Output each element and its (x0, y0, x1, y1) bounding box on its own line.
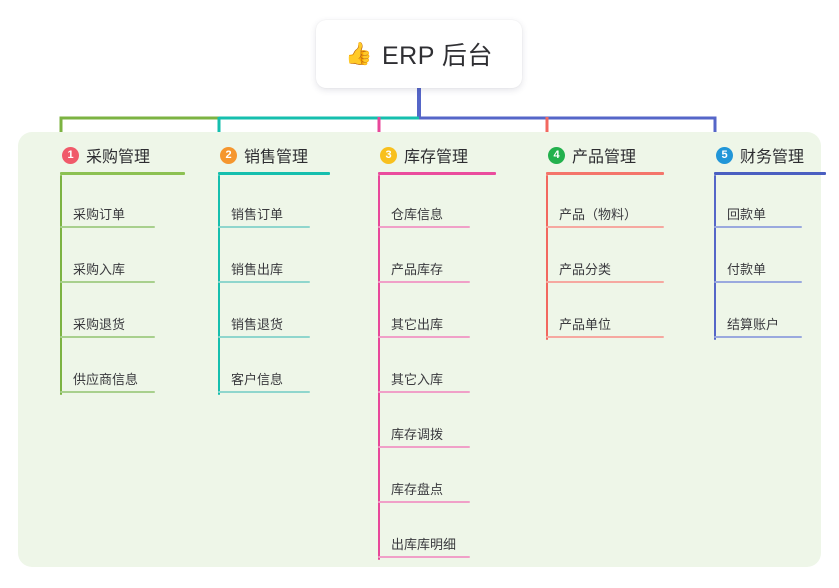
leaf-item-underline (218, 336, 310, 338)
leaf-item-underline (218, 226, 310, 228)
leaf-item-label: 产品单位 (559, 317, 612, 332)
branch-underline (714, 172, 826, 175)
thumbs-up-emoji: 👍 (345, 41, 373, 66)
branch-spine (60, 175, 62, 395)
branch-number-badge: 4 (548, 146, 565, 164)
root-node-title: ERP 后台 (382, 42, 493, 70)
branch-title: 财务管理 (740, 149, 805, 166)
leaf-item-label: 仓库信息 (391, 207, 444, 222)
leaf-item-underline (546, 226, 664, 228)
leaf-item-label: 采购入库 (73, 262, 126, 277)
branch-column-4: 4 产品管理产品（物料） 产品分类产品单位 (526, 132, 686, 340)
branch-header-3[interactable]: 3 库存管理 (358, 138, 518, 172)
root-node[interactable]: 👍 ERP 后台 (316, 20, 522, 88)
leaf-item-underline (378, 391, 470, 393)
leaf-item-underline (378, 226, 470, 228)
leaf-item-underline (218, 391, 310, 393)
branch-column-1: 1 采购管理采购订单采购入库采购退货供应商信息 (40, 132, 192, 395)
leaf-item-underline (546, 281, 664, 283)
leaf-item-label: 出库库明细 (391, 537, 457, 552)
leaf-item-label: 销售退货 (231, 317, 284, 332)
leaf-item-underline (378, 336, 470, 338)
branch-column-5: 5 财务管理回款单付款单结算账户 (694, 132, 839, 340)
leaf-item-label: 结算账户 (727, 317, 780, 332)
branch-header-2[interactable]: 2 销售管理 (198, 138, 348, 172)
leaf-item-label: 采购退货 (73, 317, 126, 332)
branch-number-badge: 1 (62, 146, 79, 164)
branch-number-badge: 5 (716, 146, 733, 164)
branch-title: 销售管理 (244, 149, 309, 166)
leaf-item-underline (378, 446, 470, 448)
leaf-item-underline (714, 281, 802, 283)
branches-panel: 1 采购管理采购订单采购入库采购退货供应商信息 2 销售管理销售订单销售出库销售退货客… (18, 132, 826, 567)
branch-title: 采购管理 (86, 149, 151, 166)
leaf-item-underline (378, 501, 470, 503)
branch-underline (60, 172, 185, 175)
branch-header-1[interactable]: 1 采购管理 (40, 138, 192, 172)
leaf-item-label: 其它入库 (391, 372, 444, 387)
leaf-item-label: 产品库存 (391, 262, 444, 277)
branch-spine (546, 175, 548, 340)
root-node-label: 👍 ERP 后台 (345, 36, 493, 72)
branch-spine (378, 175, 380, 560)
leaf-item-label: 付款单 (727, 262, 767, 277)
branch-header-5[interactable]: 5 财务管理 (694, 138, 839, 172)
branch-column-2: 2 销售管理销售订单销售出库销售退货客户信息 (198, 132, 348, 395)
branch-spine (714, 175, 716, 340)
leaf-item-label: 产品（物料） (559, 207, 638, 222)
leaf-item-label: 采购订单 (73, 207, 126, 222)
leaf-item-underline (378, 281, 470, 283)
branch-header-4[interactable]: 4 产品管理 (526, 138, 686, 172)
leaf-item-underline (60, 226, 155, 228)
leaf-item-label: 销售订单 (231, 207, 284, 222)
branch-number-badge: 2 (220, 146, 237, 164)
leaf-item-label: 库存盘点 (391, 482, 444, 497)
leaf-item-label: 供应商信息 (73, 372, 139, 387)
leaf-item-label: 客户信息 (231, 372, 284, 387)
leaf-item-label: 销售出库 (231, 262, 284, 277)
branch-underline (546, 172, 664, 175)
branch-title: 产品管理 (572, 149, 637, 166)
leaf-item-underline (60, 281, 155, 283)
branch-spine (218, 175, 220, 395)
leaf-item-label: 产品分类 (559, 262, 612, 277)
branch-underline (218, 172, 330, 175)
leaf-item-label: 回款单 (727, 207, 767, 222)
leaf-item-underline (714, 226, 802, 228)
leaf-item-underline (60, 336, 155, 338)
leaf-item-underline (218, 281, 310, 283)
branch-column-3: 3 库存管理仓库信息产品库存其它出库其它入库库存调拨库存盘点出库库明细 (358, 132, 518, 560)
branch-number-badge: 3 (380, 146, 397, 164)
leaf-item-underline (60, 391, 155, 393)
branch-underline (378, 172, 496, 175)
branch-title: 库存管理 (404, 149, 469, 166)
leaf-item-label: 库存调拨 (391, 427, 444, 442)
leaf-item-underline (546, 336, 664, 338)
leaf-item-underline (378, 556, 470, 558)
leaf-item-underline (714, 336, 802, 338)
leaf-item-label: 其它出库 (391, 317, 444, 332)
